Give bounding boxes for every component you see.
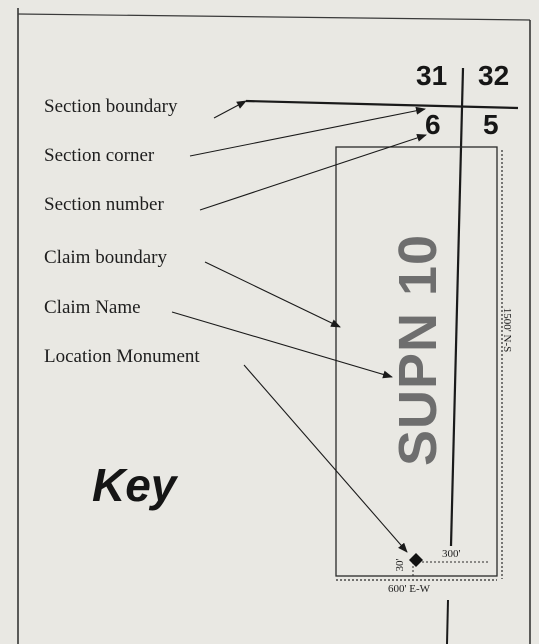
section-line-vertical: [449, 67, 465, 547]
section-boundary-line: [245, 99, 519, 110]
arrow-location-monument: [243, 364, 408, 553]
label-location-monument: Location Monument: [44, 346, 200, 367]
section-number-6: 6: [425, 109, 441, 140]
page-frame-top: [17, 13, 531, 21]
section-number-32: 32: [478, 60, 510, 91]
section-number-5: 5: [483, 109, 499, 140]
arrow-claim-boundary: [204, 261, 341, 328]
key-title: Key: [92, 459, 177, 511]
label-section-boundary: Section boundary: [44, 96, 178, 117]
location-monument-diamond: [409, 553, 423, 567]
arrow-section-corner: [189, 106, 426, 157]
dimension-offset-north: 30': [394, 558, 406, 572]
label-section-corner: Section corner: [44, 145, 155, 166]
claim-boundary-rect: [335, 146, 498, 577]
claim-name-text: SUPN 10: [388, 233, 448, 467]
dimension-east-west: 600' E-W: [388, 583, 430, 595]
dimension-offset-east: 300': [442, 548, 461, 560]
label-section-number: Section number: [44, 194, 164, 215]
label-claim-name: Claim Name: [44, 297, 141, 318]
dimension-north-south: 1500' N-S: [501, 307, 513, 353]
arrow-section-number: [199, 134, 427, 211]
section-line-lower: [446, 599, 449, 644]
arrow-section-boundary: [213, 100, 247, 119]
section-number-31: 31: [416, 60, 448, 91]
label-claim-boundary: Claim boundary: [44, 247, 167, 268]
arrow-claim-name: [171, 311, 393, 379]
